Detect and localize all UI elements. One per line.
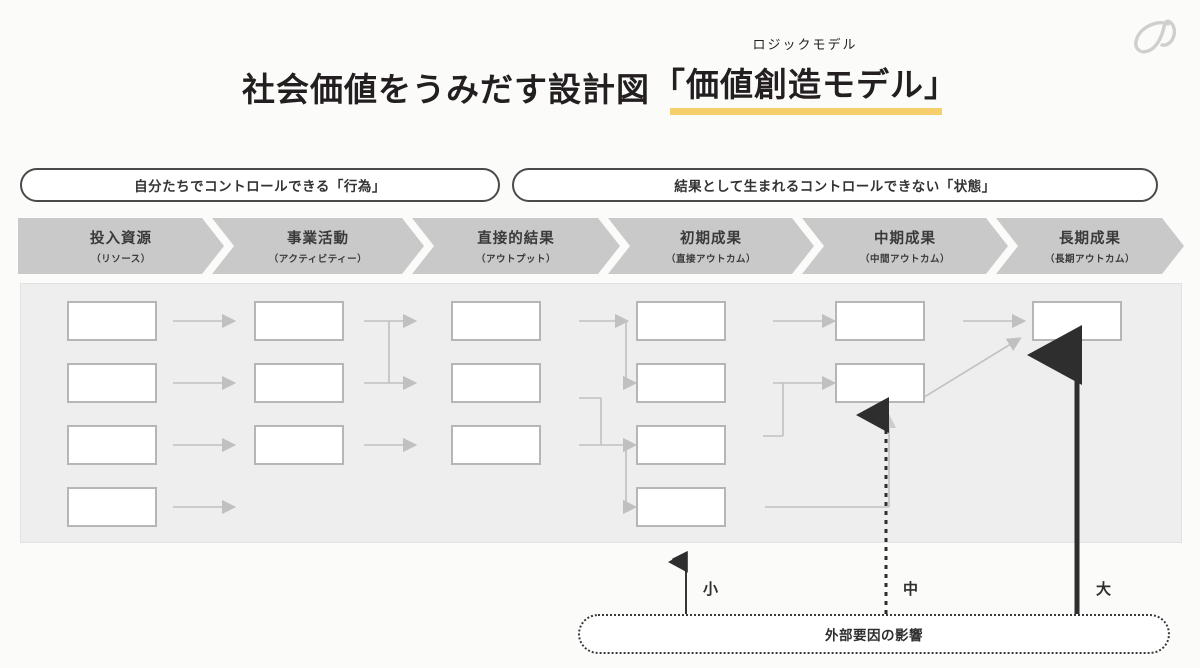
stage-sub-4: （直接アウトカム）	[665, 254, 756, 265]
stage-sub-6: （長期アウトカム）	[1044, 254, 1135, 265]
influence-arrows	[668, 325, 1082, 614]
stage-chevron-4: 初期成果 （直接アウトカム）	[608, 218, 814, 274]
node-box-c1-r3	[67, 425, 157, 465]
stage-title-1: 投入資源	[90, 231, 152, 247]
node-box-c1-r2	[67, 363, 157, 403]
stage-title-4: 初期成果	[680, 231, 742, 247]
stage-title-3: 直接的結果	[477, 231, 555, 247]
stage-chevron-2: 事業活動 （アクティビティー）	[212, 218, 424, 274]
node-box-c2-r1	[254, 301, 344, 341]
influence-label-small: 小	[703, 581, 719, 598]
stage-title-2: 事業活動	[287, 231, 349, 247]
node-box-c5-r2	[835, 363, 925, 403]
external-factors-pill: 外部要因の影響	[578, 614, 1170, 654]
stage-sub-5: （中間アウトカム）	[859, 254, 950, 265]
node-box-c4-r1	[636, 301, 726, 341]
stage-title-5: 中期成果	[874, 231, 936, 247]
node-box-c3-r3	[451, 425, 541, 465]
node-box-c3-r2	[451, 363, 541, 403]
node-box-c4-r4	[636, 487, 726, 527]
node-box-c1-r4	[67, 487, 157, 527]
influence-label-large: 大	[1096, 581, 1112, 598]
banner-uncontrollable: 結果として生まれるコントロールできない「状態」	[512, 168, 1158, 202]
stage-sub-2: （アクティビティー）	[268, 254, 368, 265]
connector-layer	[173, 313, 1027, 515]
node-box-c5-r1	[835, 301, 925, 341]
node-box-c2-r3	[254, 425, 344, 465]
banner-controllable-label: 自分たちでコントロールできる「行為」	[134, 179, 386, 194]
node-box-c1-r1	[67, 301, 157, 341]
banner-controllable: 自分たちでコントロールできる「行為」	[20, 168, 500, 202]
node-box-c4-r3	[636, 425, 726, 465]
external-factors-label: 外部要因の影響	[825, 628, 923, 643]
stage-sub-3: （アウトプット）	[475, 254, 556, 265]
stage-chevron-5: 中期成果 （中間アウトカム）	[802, 218, 1008, 274]
stage-title-6: 長期成果	[1059, 231, 1121, 247]
node-box-c4-r2	[636, 363, 726, 403]
stage-chevron-band: 投入資源 （リソース） 事業活動 （アクティビティー） 直接的結果 （アウトプッ…	[18, 218, 1184, 274]
influence-label-medium: 中	[903, 581, 919, 598]
logic-model-panel	[20, 283, 1182, 543]
title-ruby-text: ロジックモデル	[752, 37, 858, 52]
stage-sub-1: （リソース）	[91, 254, 151, 265]
title-underline	[670, 108, 942, 115]
banner-uncontrollable-label: 結果として生まれるコントロールできない「状態」	[674, 179, 996, 194]
stage-chevron-3: 直接的結果 （アウトプット）	[412, 218, 620, 274]
node-box-c3-r1	[451, 301, 541, 341]
title-highlight-text: 「価値創造モデル」	[652, 66, 958, 103]
title-main-text: 社会価値をうみだす設計図	[242, 71, 650, 108]
page-title: 社会価値をうみだす設計図 ロジックモデル 「価値創造モデル」	[0, 37, 1200, 115]
node-box-c2-r2	[254, 363, 344, 403]
title-ruby-group: ロジックモデル 「価値創造モデル」	[652, 37, 958, 115]
brand-script-logo	[1134, 19, 1177, 54]
stage-chevron-6: 長期成果 （長期アウトカム）	[996, 218, 1184, 274]
stage-chevron-1: 投入資源 （リソース）	[18, 218, 224, 274]
